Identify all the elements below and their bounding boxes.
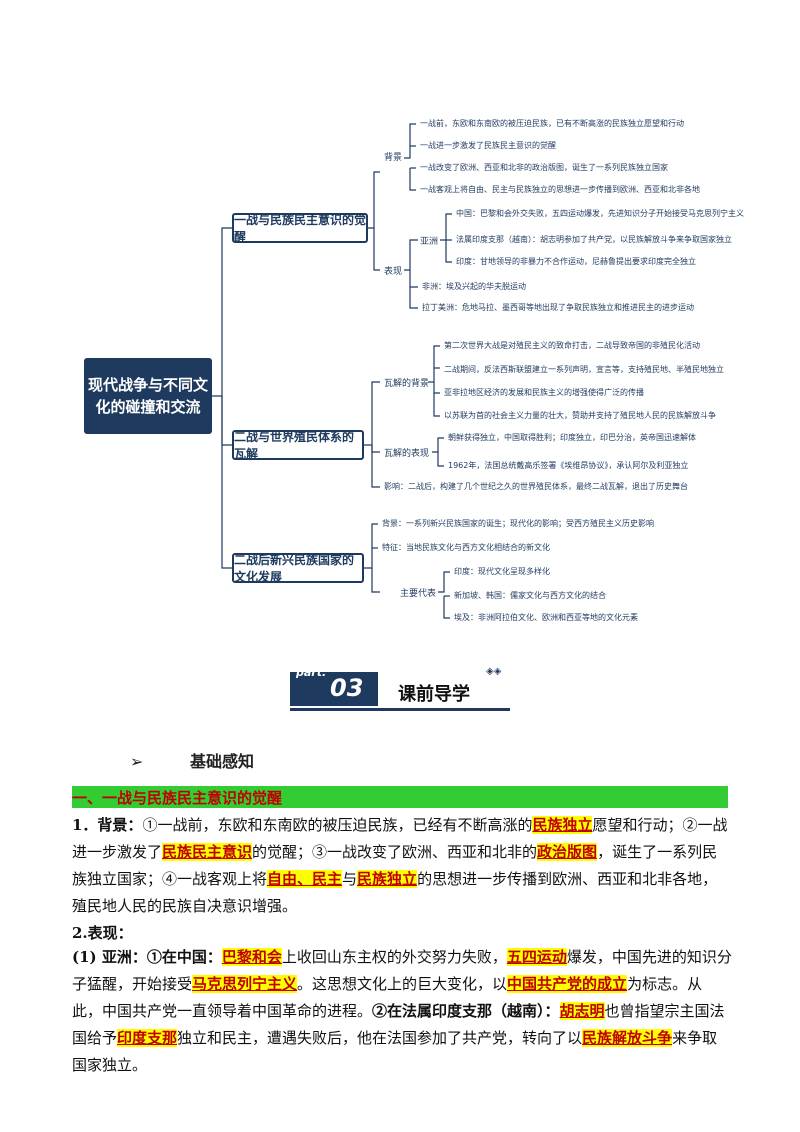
- ww2-bg-item-4: 以苏联为首的社会主义力量的壮大，赞助并支持了殖民地人民的民族解放斗争: [444, 411, 716, 420]
- ww2-bg-item-1: 第二次世界大战是对殖民主义的致命打击，二战导致帝国的非殖民化活动: [444, 341, 700, 350]
- p3-vietnam-label: ②在法属印度支那（越南）：: [372, 1002, 560, 1020]
- p3-china-label: ①在中国：: [146, 948, 222, 966]
- arrow-bullet-icon: ➢: [130, 752, 144, 771]
- ww1-asia-label: 亚洲: [420, 237, 439, 247]
- keyword: 中国共产党的成立: [507, 975, 628, 993]
- branch-postwar: 二战后新兴民族国家的文化发展: [232, 553, 364, 584]
- p1-label: 1．背景：: [72, 816, 143, 834]
- keyword: 民族独立: [357, 870, 418, 888]
- p1-text: 的思想进一步传播到欧洲、西亚和北非各地，殖民地人民的民族自决意识增强。: [72, 870, 718, 915]
- ww1-bg-item-2: 一战进一步激发了民族民主意识的觉醒: [420, 141, 556, 150]
- ww2-impact-item: 影响：二战后，构建了几个世纪之久的世界殖民体系，最终二战瓦解，退出了历史舞台: [384, 482, 688, 491]
- ww1-bg-item-4: 一战客观上将自由、民主与民族独立的思想进一步传播到欧洲、西亚和北非各地: [420, 185, 700, 194]
- keyword: 印度支那: [117, 1029, 178, 1047]
- mind-map-connectors: [212, 123, 452, 619]
- keyword: 民族解放斗争: [582, 1029, 673, 1047]
- postwar-reps-label: 主要代表: [400, 589, 437, 599]
- paragraph-asia: (1) 亚洲：①在中国：巴黎和会上收回山东主权的外交努力失败，五四运动爆发，中国…: [72, 944, 732, 1079]
- part-banner: part. 03 课前导学 ◈◈: [290, 664, 510, 712]
- paragraph-manifest-label: 2.表现：: [72, 924, 133, 942]
- p3-text: 上收回山东主权的外交努力失败，: [281, 948, 507, 966]
- branch-ww1: 一战与民族民主意识的觉醒: [232, 213, 368, 244]
- p3-text: 爆发，中国先进的知识分子猛醒，开始接受: [72, 948, 732, 993]
- postwar-rep-item-3: 埃及：非洲阿拉伯文化、欧洲和西亚等地的文化元素: [454, 613, 638, 622]
- ww1-background-label: 背景: [384, 153, 403, 163]
- p3-text: 也曾指望宗主国法国给予: [72, 1002, 725, 1047]
- ww1-latam-item: 拉丁美洲：危地马拉、墨西哥等地出现了争取民族独立和推进民主的进步运动: [422, 303, 694, 312]
- section-title: 基础感知: [190, 752, 255, 771]
- heading-highlight-bar: [72, 786, 728, 808]
- p1-text: ①一战前，东欧和东南欧的被压迫民族，已经有不断高涨的: [142, 816, 533, 834]
- postwar-rep-item-2: 新加坡、韩国：儒家文化与西方文化的结合: [454, 591, 606, 600]
- keyword: 五四运动: [506, 948, 567, 966]
- ww2-bg-item-3: 亚非拉地区经济的发展和民族主义的增强使得广泛的传播: [444, 388, 644, 397]
- ww1-asia-item-china: 中国：巴黎和会外交失败，五四运动爆发，先进知识分子开始接受马克思列宁主义: [456, 209, 744, 218]
- keyword: 政治版图: [537, 843, 598, 861]
- heading-1: 一、一战与民族民主意识的觉醒: [72, 789, 283, 807]
- banner-title: 课前导学: [398, 684, 470, 705]
- ww2-manifest-item-2: 1962年，法国总统戴高乐签署《埃维昂协议》，承认阿尔及利亚独立: [448, 461, 689, 470]
- mind-map-root: 现代战争与不同文化的碰撞和交流: [84, 358, 212, 434]
- keyword: 巴黎和会: [221, 948, 282, 966]
- postwar-feature-item: 特征：当地民族文化与西方文化相结合的新文化: [382, 543, 550, 552]
- keyword: 民族独立: [532, 816, 593, 834]
- ww2-background-label: 瓦解的背景: [384, 379, 430, 389]
- ww2-manifest-item-1: 朝鲜获得独立，中国取得胜利；印度独立，印巴分治，英帝国迅速解体: [448, 433, 696, 442]
- keyword: 民族民主意识: [162, 843, 253, 861]
- ww1-manifest-label: 表现: [384, 267, 403, 277]
- banner-number: 03: [330, 674, 364, 702]
- banner-underline: [290, 708, 510, 711]
- ww1-asia-item-vietnam: 法属印度支那（越南）：胡志明参加了共产党，以民族解放斗争来争取国家独立: [456, 235, 732, 244]
- p3-text: 。这思想文化上的巨大变化，以: [297, 975, 508, 993]
- ww1-bg-item-3: 一战改变了欧洲、西亚和北非的政治版图，诞生了一系列民族独立国家: [420, 163, 668, 172]
- decorative-dots-icon: ◈◈: [486, 666, 502, 677]
- p1-text: 的觉醒；③一战改变了欧洲、西亚和北非的: [252, 843, 538, 861]
- ww1-africa-item: 非洲：埃及兴起的华夫脱运动: [422, 282, 526, 291]
- ww1-asia-item-india: 印度：甘地领导的非暴力不合作运动，尼赫鲁提出要求印度完全独立: [456, 257, 696, 266]
- postwar-background-item: 背景：一系列新兴民族国家的诞生；现代化的影响；受西方殖民主义历史影响: [382, 519, 654, 528]
- keyword: 马克思列宁主义: [192, 975, 298, 993]
- p3-text: 独立和民主，遭遇失败后，他在法国参加了共产党，转向了以: [177, 1029, 583, 1047]
- banner-block: [290, 672, 378, 706]
- p1-text: 愿望和行动；②一战进一步激发了: [72, 816, 728, 861]
- p3-text: 来争取国家独立。: [72, 1029, 718, 1074]
- postwar-rep-item-1: 印度：现代文化呈现多样化: [454, 567, 550, 576]
- mind-map: 现代战争与不同文化的碰撞和交流 一战与民族民主意识的觉醒 背景 一战前，东欧和东…: [84, 119, 744, 622]
- ww1-bg-item-1: 一战前，东欧和东南欧的被压迫民族，已有不断高涨的民族独立愿望和行动: [420, 119, 684, 128]
- p1-text: 与: [342, 870, 358, 888]
- branch-ww2: 二战与世界殖民体系的瓦解: [232, 430, 364, 461]
- p1-text: ，诞生了一系列民族独立国家；④一战客观上将: [72, 843, 718, 888]
- keyword: 自由、民主: [267, 870, 343, 888]
- ww2-bg-item-2: 二战期间，反法西斯联盟建立一系列声明，宣言等，支持殖民地、半殖民地独立: [444, 365, 724, 374]
- section-heading: ➢ 基础感知: [130, 748, 254, 772]
- keyword: 胡志明: [559, 1002, 605, 1020]
- p3-text: 为标志。从此，中国共产党一直领导着中国革命的进程。: [72, 975, 703, 1020]
- p3-label: (1) 亚洲：: [72, 948, 147, 966]
- paragraph-background: 1．背景：①一战前，东欧和东南欧的被压迫民族，已经有不断高涨的民族独立愿望和行动…: [72, 812, 732, 920]
- banner-part-label: part.: [296, 666, 327, 679]
- ww2-manifest-label: 瓦解的表现: [384, 449, 430, 459]
